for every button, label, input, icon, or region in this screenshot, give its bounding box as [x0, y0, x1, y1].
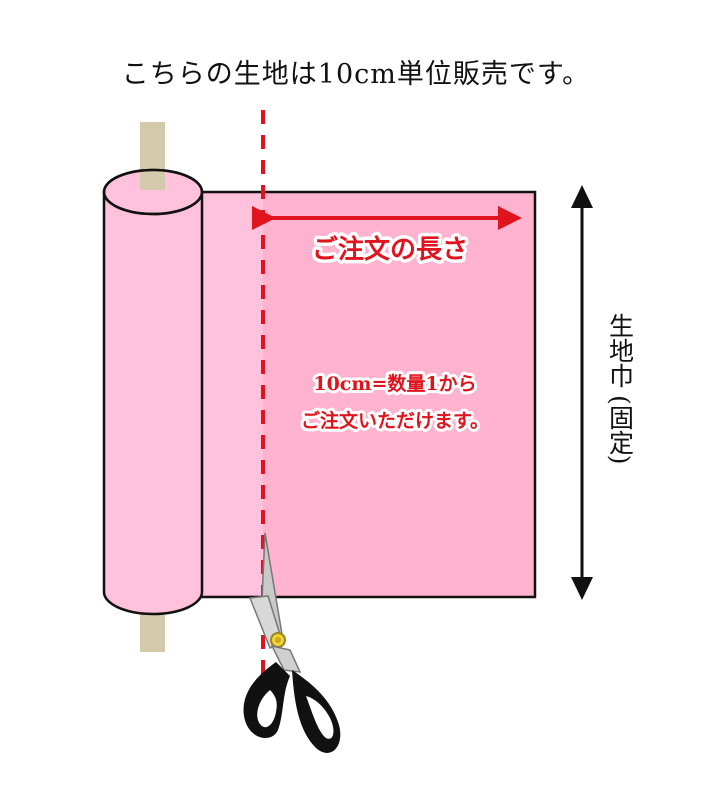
order-length-label: ご注文の長さ — [312, 234, 468, 265]
fabric-left-strip — [200, 194, 263, 595]
page-title: こちらの生地は10cm単位販売です。 — [121, 59, 591, 90]
width-arrow-bottom-head — [571, 577, 593, 600]
width-arrow-top-head — [571, 185, 593, 208]
width-label: 生地巾 — [606, 313, 635, 388]
quantity-label-line2: ご注文いただけます。 — [301, 409, 489, 432]
roll-top-inner — [102, 168, 204, 216]
scissors-icon — [243, 532, 341, 753]
pole-core — [140, 170, 165, 190]
quantity-label-line1: 10cm=数量1から — [313, 372, 476, 395]
fabric-roll — [102, 190, 204, 616]
width-label-paren: (固定) — [606, 395, 635, 465]
